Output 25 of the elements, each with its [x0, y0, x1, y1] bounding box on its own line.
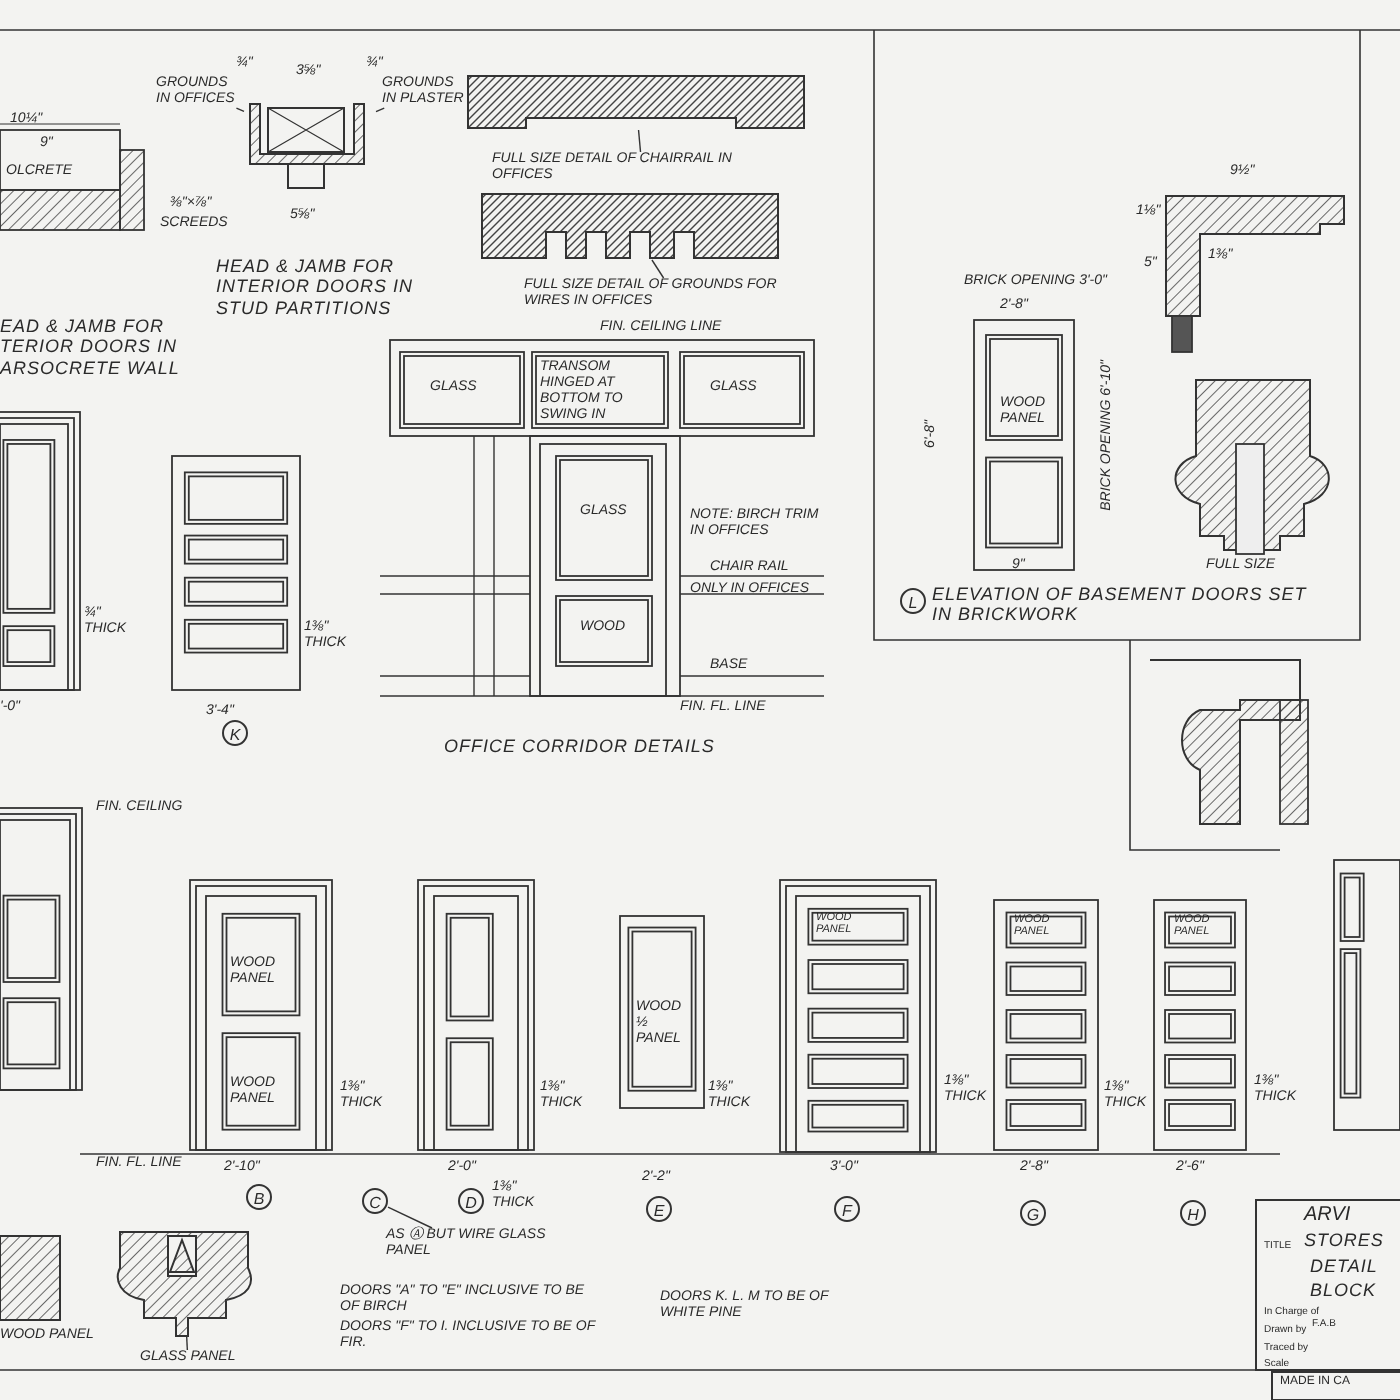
drawing-caption: ELEVATION OF BASEMENT DOORS SET IN BRICKWORK: [932, 584, 1309, 626]
wire-grounds-section-drawing: [480, 192, 780, 260]
leader-line: [651, 259, 665, 279]
circled-door-letter: K: [222, 720, 248, 746]
circled-door-letter: G: [1020, 1200, 1046, 1226]
chair-rail-section-drawing: [466, 74, 806, 130]
circled-door-letter: E: [646, 1196, 672, 1222]
leader-line: [387, 1206, 433, 1229]
circled-door-letter: B: [246, 1184, 272, 1210]
circled-door-letter: D: [458, 1188, 484, 1214]
leader-line: [185, 1335, 189, 1351]
title-block-text: DETAIL: [1310, 1256, 1378, 1277]
annotation-text: HEAD & JAMB FOR INTERIOR DOORS IN STUD PARTITIONS: [216, 256, 416, 319]
circled-door-letter: H: [1180, 1200, 1206, 1226]
title-block-text: BLOCK: [1310, 1280, 1377, 1301]
leader-line: [375, 107, 385, 113]
title-block-text: ARVI: [1304, 1204, 1351, 1227]
annotation-text: OFFICE CORRIDOR DETAILS: [444, 736, 715, 757]
glass-bead-section-drawing: [116, 1228, 252, 1336]
leader-line: [637, 129, 642, 153]
title-block-text: STORES: [1304, 1230, 1384, 1251]
leader-line: [235, 107, 245, 113]
circled-door-letter: F: [834, 1196, 860, 1222]
circled-door-letter: C: [362, 1188, 388, 1214]
circled-door-letter: L: [900, 588, 926, 614]
